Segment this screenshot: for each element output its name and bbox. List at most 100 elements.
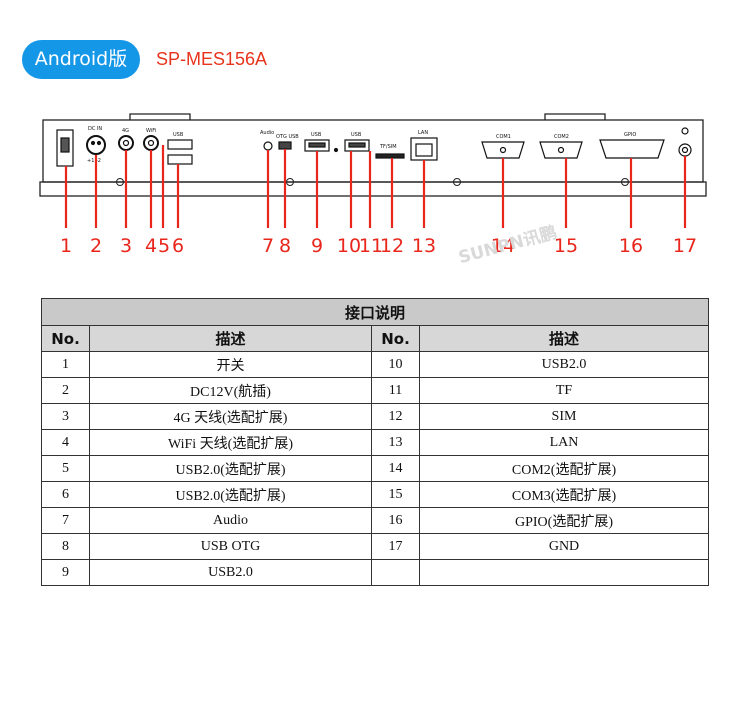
cell-desc: DC12V(航插) <box>89 377 372 404</box>
otg-port-shape <box>278 141 292 150</box>
callout-13: 13 <box>412 235 436 257</box>
cell-no: 13 <box>371 429 420 456</box>
header-desc-right: 描述 <box>418 325 710 352</box>
cell-no: 2 <box>41 377 90 404</box>
callout-9: 9 <box>311 235 323 257</box>
cell-desc: GND <box>418 533 710 560</box>
callout-10: 10 <box>337 235 361 257</box>
cell-no: 9 <box>41 559 90 586</box>
cell-no: 4 <box>41 429 90 456</box>
table-row: 2 DC12V(航插) 11 TF <box>41 377 710 404</box>
usb-stack-shape <box>167 139 193 150</box>
port-labels: DC IN +1 -2 4G WiFi USB Audio OTG USB US… <box>87 126 636 164</box>
table-row: 6 USB2.0(选配扩展) 15 COM3(选配扩展) <box>41 481 710 508</box>
callout-3: 3 <box>120 235 132 257</box>
antenna-4g-shape <box>118 135 134 151</box>
label-com2: COM2 <box>554 134 569 140</box>
cell-no: 14 <box>371 455 420 482</box>
cell-desc: Audio <box>89 507 372 534</box>
callout-15: 15 <box>554 235 578 257</box>
callout-4: 4 <box>145 235 157 257</box>
cell-desc: USB2.0(选配扩展) <box>89 455 372 482</box>
callout-2: 2 <box>90 235 102 257</box>
cell-desc: WiFi 天线(选配扩展) <box>89 429 372 456</box>
label-otg: OTG USB <box>276 134 299 140</box>
cell-no: 15 <box>371 481 420 508</box>
callout-lines <box>64 145 687 228</box>
cell-desc: USB2.0(选配扩展) <box>89 481 372 508</box>
label-dc-in: DC IN <box>88 126 102 132</box>
label-lan: LAN <box>418 130 428 136</box>
callout-7: 7 <box>262 235 274 257</box>
cell-desc: USB2.0 <box>89 559 372 586</box>
header-desc-left: 描述 <box>89 325 372 352</box>
cell-no: 10 <box>371 351 420 378</box>
cell-desc: SIM <box>418 403 710 430</box>
lan-port-shape <box>410 137 438 161</box>
cell-desc: TF <box>418 377 710 404</box>
callout-6: 6 <box>172 235 184 257</box>
cell-no: 11 <box>371 377 420 404</box>
table-row: 9 USB2.0 <box>41 559 710 586</box>
gpio-shape <box>599 139 665 159</box>
table-row: 3 4G 天线(选配扩展) 12 SIM <box>41 403 710 430</box>
model-name: SP-MES156A <box>156 49 268 69</box>
platform-badge: Android版 <box>22 40 140 79</box>
cell-no: 12 <box>371 403 420 430</box>
dc-connector-shape <box>86 135 106 155</box>
callout-numbers: 1 2 3 4 5 6 7 8 9 10 11 12 13 14 15 16 1… <box>60 235 697 257</box>
label-usb-10: USB <box>351 132 362 138</box>
cell-desc: LAN <box>418 429 710 456</box>
cell-desc: 4G 天线(选配扩展) <box>89 403 372 430</box>
table-row: 7 Audio 16 GPIO(选配扩展) <box>41 507 710 534</box>
label-usb-left: USB <box>173 132 184 138</box>
table-row: 5 USB2.0(选配扩展) 14 COM2(选配扩展) <box>41 455 710 482</box>
port-shapes <box>56 127 692 167</box>
cell-desc: COM2(选配扩展) <box>418 455 710 482</box>
usb-10-shape <box>344 139 370 152</box>
callout-14: 14 <box>491 235 515 257</box>
label-audio: Audio <box>260 130 274 136</box>
label-tf-sim: TF/SIM <box>379 144 397 150</box>
label-usb-9: USB <box>311 132 322 138</box>
callout-17: 17 <box>673 235 697 257</box>
callout-11: 11 <box>359 235 383 257</box>
table-title: 接口说明 <box>40 298 710 326</box>
cell-no: 16 <box>371 507 420 534</box>
cell-no: 5 <box>41 455 90 482</box>
cell-desc: USB2.0 <box>418 351 710 378</box>
table-header-row: No. 描述 No. 描述 <box>41 325 710 352</box>
cell-desc <box>418 559 710 586</box>
cell-no: 7 <box>41 507 90 534</box>
panel-outline <box>39 113 707 197</box>
label-com1: COM1 <box>496 134 511 140</box>
callout-5: 5 <box>158 235 170 257</box>
cell-no: 17 <box>371 533 420 560</box>
table-row: 4 WiFi 天线(选配扩展) 13 LAN <box>41 429 710 456</box>
gnd-terminal-shape <box>678 143 692 157</box>
cell-no <box>371 559 420 586</box>
cell-no: 1 <box>41 351 90 378</box>
label-polarity: +1 -2 <box>87 158 101 164</box>
label-wifi: WiFi <box>146 128 156 134</box>
header-no-right: No. <box>371 325 420 352</box>
watermark: SUNPN讯鹏 <box>456 222 559 268</box>
callout-1: 1 <box>60 235 72 257</box>
tf-sim-slot-shape <box>375 153 405 159</box>
cell-desc: 开关 <box>89 351 372 378</box>
callout-8: 8 <box>279 235 291 257</box>
callout-12: 12 <box>380 235 404 257</box>
cell-no: 3 <box>41 403 90 430</box>
audio-jack-shape <box>263 141 273 151</box>
header-no-left: No. <box>41 325 90 352</box>
com2-shape <box>539 141 583 159</box>
cell-desc: COM3(选配扩展) <box>418 481 710 508</box>
com1-shape <box>481 141 525 159</box>
antenna-wifi-shape <box>143 135 159 151</box>
table-row: 1 开关 10 USB2.0 <box>41 351 710 378</box>
label-gpio: GPIO <box>624 132 636 138</box>
rear-panel-diagram: DC IN +1 -2 4G WiFi USB Audio OTG USB US… <box>39 113 707 268</box>
cell-desc: GPIO(选配扩展) <box>418 507 710 534</box>
table-row: 8 USB OTG 17 GND <box>41 533 710 560</box>
callout-16: 16 <box>619 235 643 257</box>
